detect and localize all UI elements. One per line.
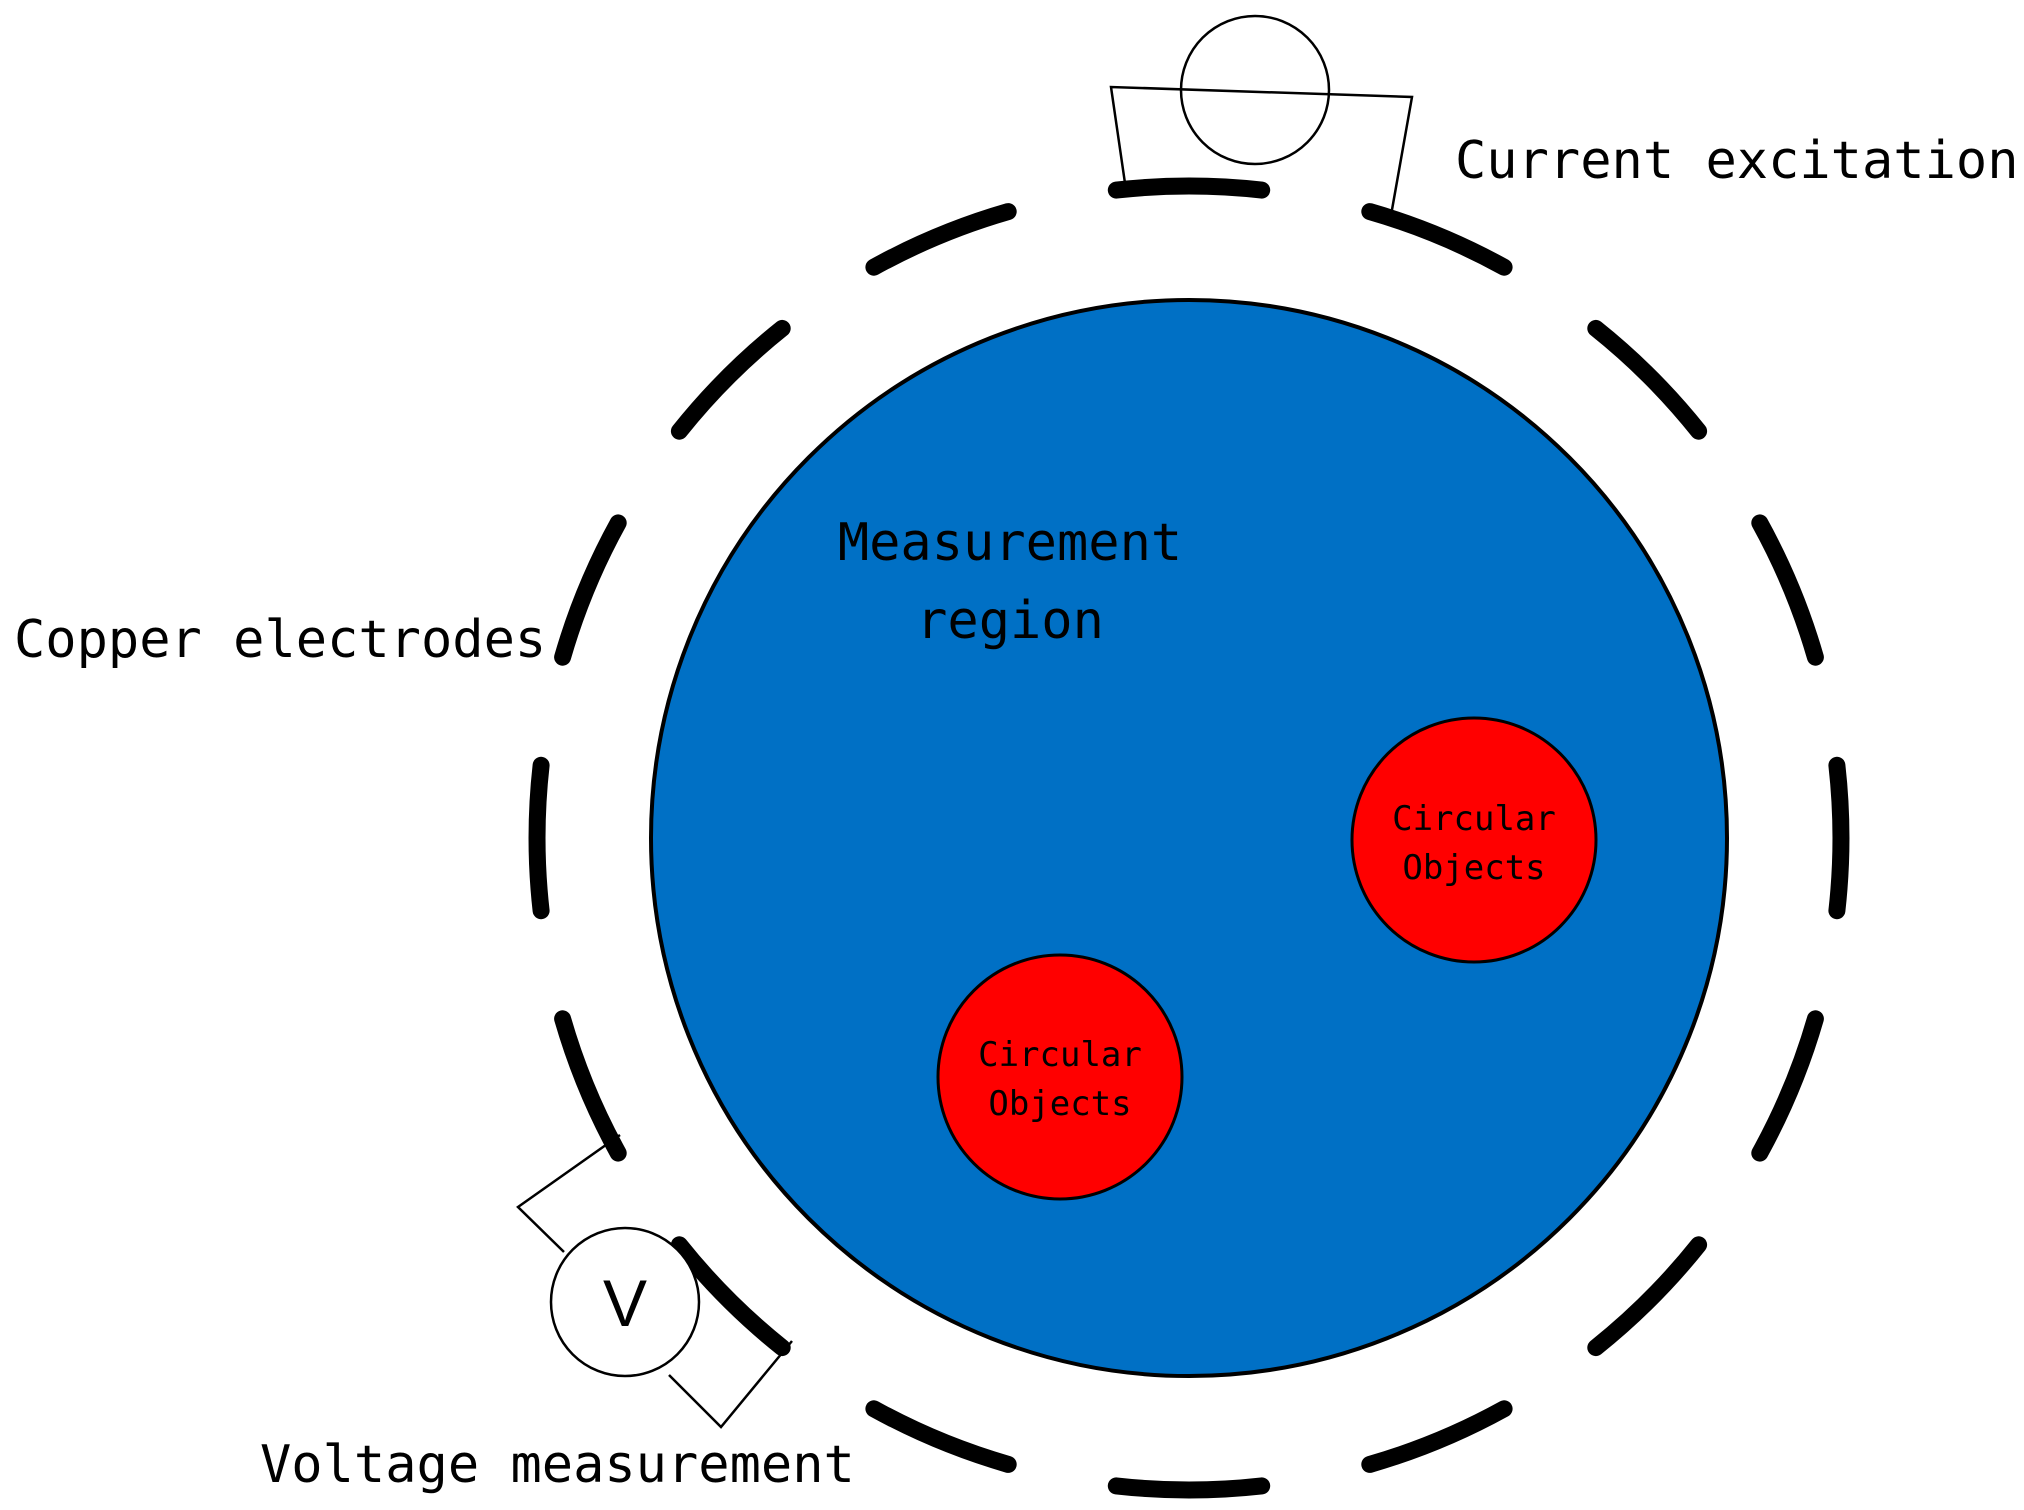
circular-object-left-label-line2: Objects <box>988 1084 1131 1124</box>
voltmeter-wire-left <box>516 1133 621 1253</box>
copper-electrode <box>1828 756 1850 920</box>
measurement-region <box>649 298 1729 1378</box>
copper-electrodes-label: Copper electrodes <box>14 610 546 670</box>
voltmeter-wire-right <box>668 1340 793 1429</box>
current-source-icon <box>1179 14 1331 166</box>
voltmeter <box>516 1133 793 1429</box>
measurement-region-label-line1: Measurement <box>838 513 1182 573</box>
current-source-wire <box>1109 85 1414 222</box>
current-excitation-label: Current excitation <box>1455 131 2019 191</box>
copper-electrode <box>865 203 1017 276</box>
circular-object-right <box>1350 716 1598 964</box>
copper-electrode <box>1361 1400 1513 1473</box>
circular-object-right-label-line2: Objects <box>1402 848 1545 888</box>
circular-object-left-label-line1: Circular <box>978 1035 1142 1075</box>
measurement-region-label-line2: region <box>916 591 1104 651</box>
circular-object-right-label-line1: Circular <box>1392 799 1556 839</box>
copper-electrode <box>670 319 791 440</box>
copper-electrode <box>865 1400 1017 1473</box>
copper-electrode-ring <box>528 177 1850 1499</box>
current-source <box>1109 14 1414 222</box>
copper-electrode <box>1361 203 1513 276</box>
copper-electrode <box>1587 1236 1708 1357</box>
copper-electrode <box>670 1236 791 1357</box>
voltmeter-icon <box>549 1226 701 1378</box>
copper-electrode <box>1587 319 1708 440</box>
copper-electrode <box>1751 514 1824 666</box>
copper-electrode <box>528 756 550 920</box>
copper-electrode <box>1751 1010 1824 1162</box>
copper-electrode <box>554 1010 627 1162</box>
voltmeter-symbol: V <box>603 1266 647 1340</box>
copper-electrode <box>554 514 627 666</box>
copper-electrode <box>1107 177 1271 199</box>
copper-electrode <box>1107 1477 1271 1499</box>
circular-object-left <box>936 953 1184 1201</box>
voltage-measurement-label: Voltage measurement <box>260 1435 855 1495</box>
